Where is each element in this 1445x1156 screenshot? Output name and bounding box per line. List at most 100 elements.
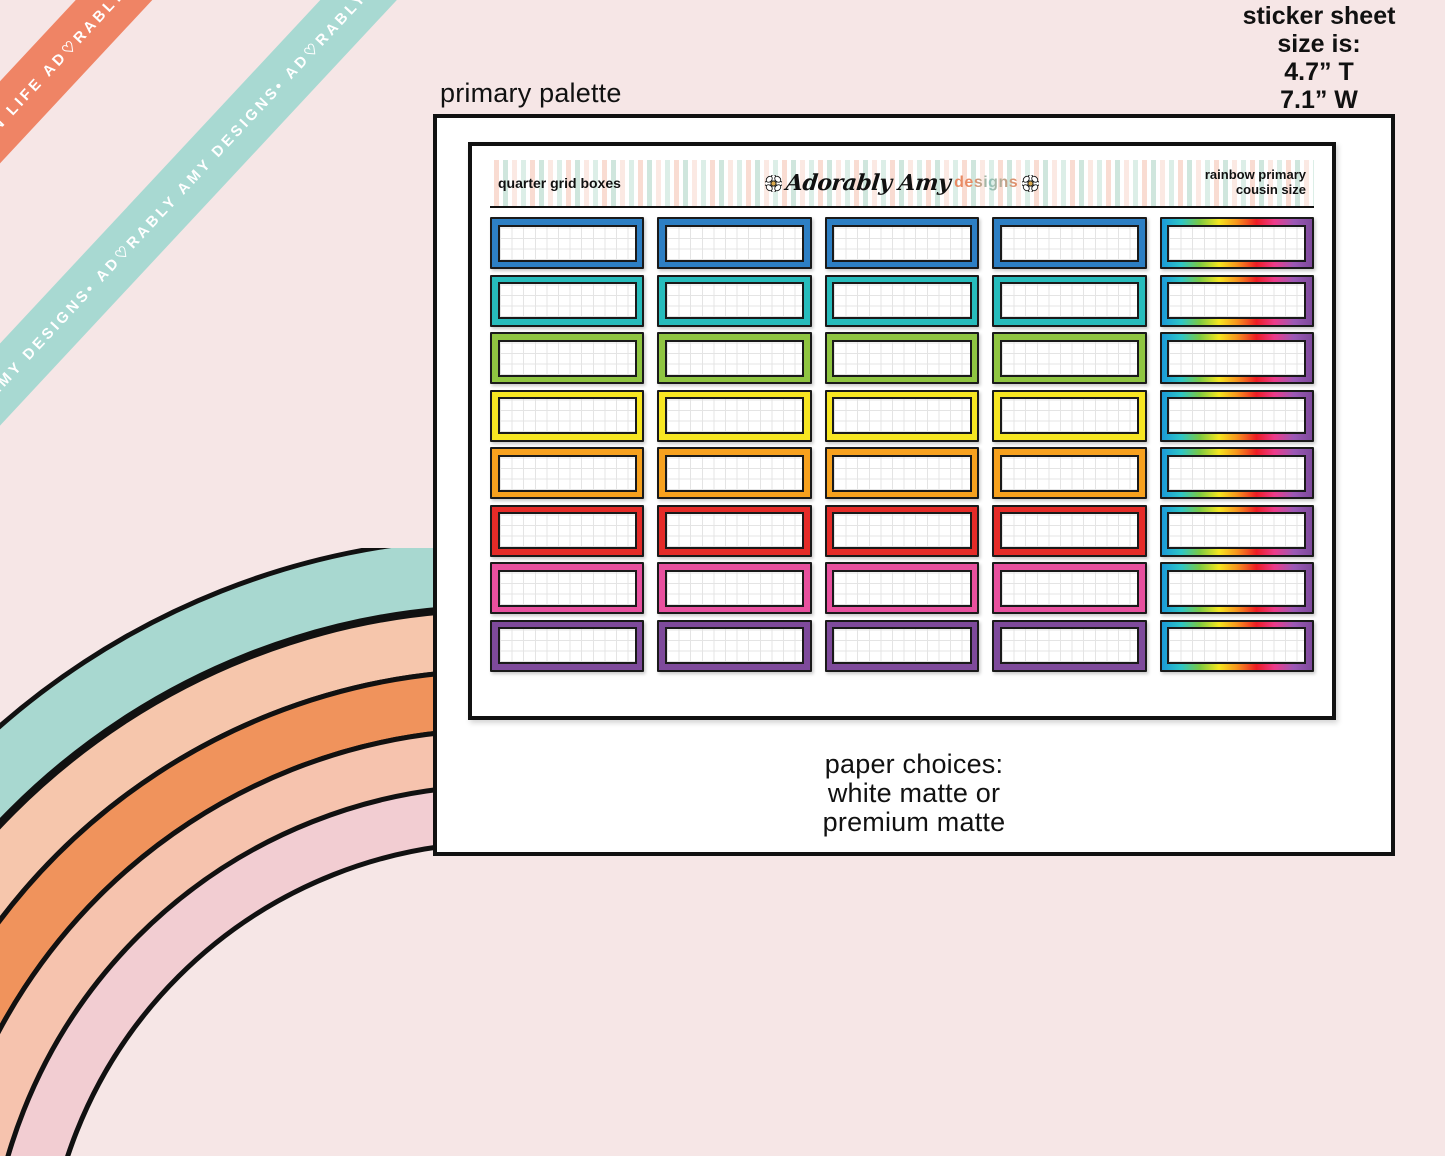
sticker-box-red [992, 504, 1147, 557]
sticker-box-grid-area [832, 282, 972, 319]
sticker-box-grid-area [832, 627, 972, 664]
sticker-box-grid-area [664, 627, 805, 664]
sticker-box-grid-area [999, 224, 1140, 262]
sticker-box-yellow [824, 389, 980, 442]
sticker-box-grid-area [832, 454, 972, 492]
sticker-box-grid-area [832, 512, 972, 549]
sticker-box-rainbow [1159, 619, 1314, 672]
palette-label: primary palette [440, 78, 622, 108]
sticker-box-orange [824, 447, 980, 499]
sticker-box-grid-area [999, 569, 1140, 607]
sticker-box-grid-area [664, 282, 805, 319]
sticker-box-grid-area [664, 512, 805, 549]
sticker-box-rainbow [1159, 332, 1314, 384]
sticker-box-red [657, 504, 812, 557]
sheet-title: quarter grid boxes [498, 175, 621, 191]
paper-choices-line-2: white matte or [827, 778, 1001, 809]
sticker-box-pink [824, 562, 980, 614]
sticker-box-grid-area [1167, 627, 1307, 664]
sticker-box-rainbow [1159, 447, 1314, 499]
sticker-box-grid-area [497, 397, 637, 434]
sticker-box-orange [657, 447, 812, 499]
sticker-grid [490, 208, 1314, 672]
sticker-box-teal [657, 274, 812, 327]
sticker-box-rainbow [1159, 562, 1314, 614]
sticker-box-rainbow [1159, 389, 1314, 442]
paper-choices-line-3: premium matte [822, 807, 1006, 838]
sticker-box-pink [490, 562, 645, 614]
sticker-box-green [824, 332, 980, 384]
sticker-box-rainbow [1159, 274, 1314, 327]
sticker-box-rainbow [1159, 504, 1314, 557]
sticker-box-grid-area [1167, 339, 1307, 377]
sticker-box-grid-area [1167, 397, 1307, 434]
sticker-box-grid-area [999, 282, 1140, 319]
sticker-box-grid-area [664, 339, 805, 377]
product-card: quarter grid boxes [433, 114, 1395, 856]
sticker-box-rainbow [1159, 217, 1314, 269]
sticker-box-grid-area [999, 627, 1140, 664]
sticker-box-orange [490, 447, 645, 499]
brand-script-text: Adorably Amy [784, 170, 952, 196]
sticker-box-grid-area [1167, 569, 1307, 607]
sticker-box-grid-area [832, 569, 972, 607]
sticker-box-purple [992, 619, 1147, 672]
sticker-box-pink [657, 562, 812, 614]
sticker-box-grid-area [497, 282, 637, 319]
sticker-box-purple [657, 619, 812, 672]
sticker-box-yellow [657, 389, 812, 442]
sticker-box-green [657, 332, 812, 384]
sticker-box-blue [992, 217, 1147, 269]
sticker-sheet-header: quarter grid boxes [490, 160, 1314, 208]
sticker-box-grid-area [497, 224, 637, 262]
sticker-box-grid-area [497, 454, 637, 492]
sticker-box-grid-area [664, 569, 805, 607]
sticker-box-grid-area [664, 224, 805, 262]
sticker-box-grid-area [1167, 454, 1307, 492]
sticker-box-red [824, 504, 980, 557]
sheet-variant-label: rainbow primary cousin size [1204, 167, 1314, 198]
sticker-box-grid-area [999, 397, 1140, 434]
size-line-4: 7.1” W [1280, 86, 1358, 114]
sticker-box-grid-area [664, 454, 805, 492]
sticker-box-grid-area [832, 339, 972, 377]
sticker-box-blue [657, 217, 812, 269]
sticker-box-teal [824, 274, 980, 327]
size-line-3: 4.7” T [1284, 58, 1354, 86]
sticker-box-teal [992, 274, 1147, 327]
sticker-box-green [992, 332, 1147, 384]
sticker-box-green [490, 332, 645, 384]
sticker-box-grid-area [999, 512, 1140, 549]
sticker-box-yellow [992, 389, 1147, 442]
sticker-box-grid-area [497, 627, 637, 664]
size-line-2: size is: [1277, 30, 1361, 58]
sticker-box-grid-area [497, 569, 637, 607]
sticker-box-orange [992, 447, 1147, 499]
sticker-box-blue [824, 217, 980, 269]
sticker-box-grid-area [664, 397, 805, 434]
sticker-sheet-size-block: sticker sheet size is: 4.7” T 7.1” W [1199, 2, 1439, 114]
size-line-1: sticker sheet [1242, 2, 1396, 30]
sticker-box-grid-area [1167, 224, 1307, 262]
flower-icon-right [1022, 174, 1040, 192]
sticker-box-pink [992, 562, 1147, 614]
variant-line-2: cousin size [1235, 182, 1306, 197]
retro-rainbow-illustration [0, 548, 510, 1156]
brand-designs-text: designs [954, 174, 1019, 191]
flower-icon-left [764, 174, 782, 192]
sticker-box-grid-area [497, 512, 637, 549]
sticker-box-grid-area [999, 339, 1140, 377]
sticker-box-purple [490, 619, 645, 672]
sticker-sheet: quarter grid boxes [468, 142, 1336, 720]
sticker-box-grid-area [1167, 512, 1307, 549]
paper-choices-block: paper choices: white matte or premium ma… [437, 749, 1391, 838]
sticker-box-blue [490, 217, 645, 269]
sticker-box-grid-area [832, 397, 972, 434]
sticker-box-teal [490, 274, 645, 327]
sticker-box-yellow [490, 389, 645, 442]
sticker-box-purple [824, 619, 980, 672]
sticker-sheet-inner: quarter grid boxes [472, 146, 1332, 716]
sticker-box-grid-area [497, 339, 637, 377]
variant-line-1: rainbow primary [1204, 167, 1306, 183]
